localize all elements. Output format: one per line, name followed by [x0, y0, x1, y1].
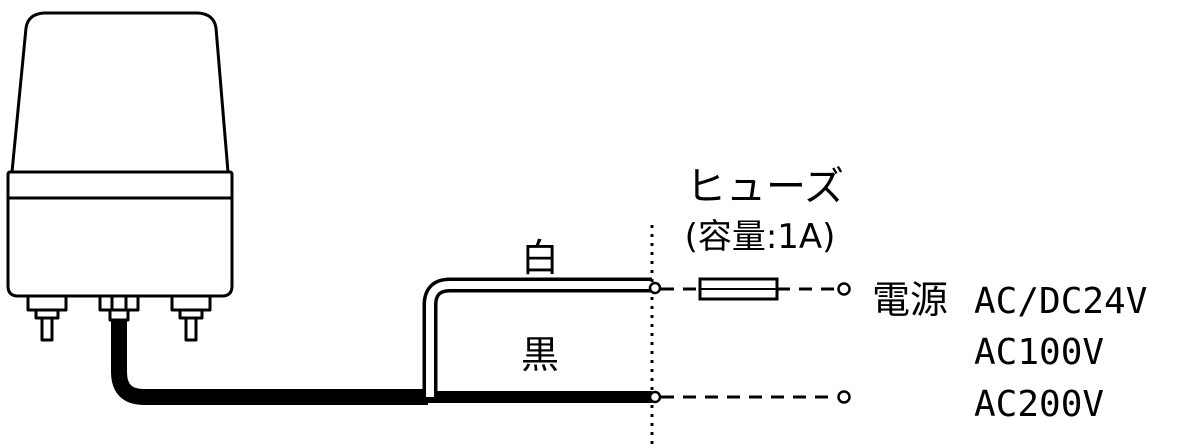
fuse-symbol	[698, 277, 779, 301]
voltage-ac-dc-24v: AC/DC24V	[974, 281, 1147, 322]
terminal-center	[98, 294, 140, 312]
cable	[111, 277, 652, 405]
cable-sheath	[111, 320, 428, 405]
voltage-ac-200v: AC200V	[974, 384, 1104, 425]
lamp-base	[6, 196, 234, 298]
white-wire-label: 白	[521, 236, 559, 280]
supply-terminal-bottom	[837, 390, 851, 404]
lamp-collar	[6, 170, 234, 200]
power-supply-label: 電源	[872, 278, 948, 322]
supply-terminal-top	[837, 282, 851, 296]
fuse-title: ヒューズ	[686, 164, 844, 210]
black-wire-label: 黒	[521, 333, 559, 377]
lamp-dome	[10, 11, 230, 174]
signal-lamp	[6, 11, 234, 342]
fuse-capacity: (容量:1A)	[685, 217, 836, 257]
terminal-point-black	[648, 390, 662, 404]
terminal-point-white	[648, 281, 662, 295]
terminal-right	[170, 294, 212, 312]
terminal-left	[26, 294, 68, 312]
voltage-ac-100v: AC100V	[974, 332, 1104, 373]
